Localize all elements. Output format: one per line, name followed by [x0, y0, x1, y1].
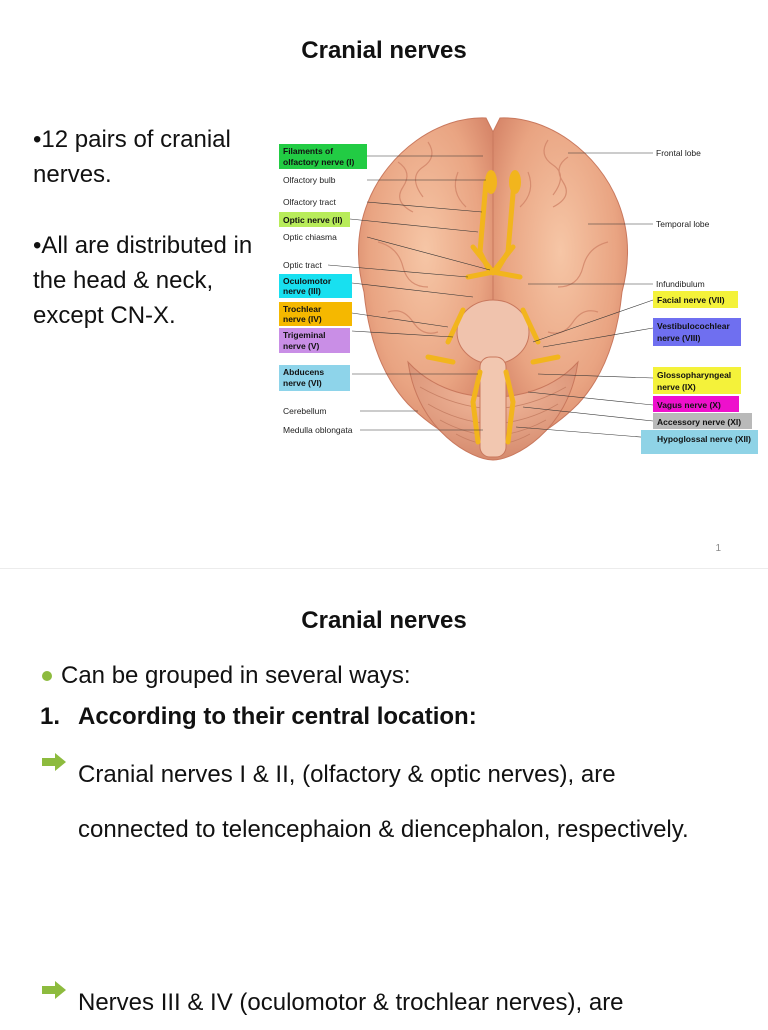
slide-2: Cranial nerves Can be grouped in several…	[0, 570, 768, 1024]
left-labels: Filaments of olfactory nerve (I) Olfacto…	[279, 144, 367, 435]
numbered-heading: 1. According to their central location:	[40, 703, 477, 731]
slide-1: Cranial nerves •12 pairs of cranial nerv…	[33, 37, 768, 554]
label-optic-nerve: Optic nerve (II)	[283, 215, 343, 225]
bullet-dot-icon	[42, 671, 52, 681]
svg-text:nerve (III): nerve (III)	[283, 286, 321, 296]
svg-text:Abducens: Abducens	[283, 367, 324, 377]
page-number: 1	[715, 543, 721, 554]
heading-text: According to their central location:	[78, 703, 477, 730]
svg-text:olfactory nerve (I): olfactory nerve (I)	[283, 157, 354, 167]
svg-text:nerve (IX): nerve (IX)	[657, 382, 696, 392]
arrow-right-icon	[40, 979, 68, 1008]
label-vagus-nerve: Vagus nerve (X)	[657, 400, 721, 410]
brain-base-diagram: Filaments of olfactory nerve (I) Olfacto…	[268, 112, 768, 467]
arrow-item-text: Nerves III & IV (oculomotor & trochlear …	[78, 989, 624, 1016]
svg-text:Vestibulocochlear: Vestibulocochlear	[657, 321, 730, 331]
arrow-right-icon	[40, 751, 68, 780]
svg-text:nerve (V): nerve (V)	[283, 341, 320, 351]
label-optic-tract: Optic tract	[283, 260, 322, 270]
svg-text:nerve (VI): nerve (VI)	[283, 378, 322, 388]
svg-text:Trigeminal: Trigeminal	[283, 330, 326, 340]
grouping-text: Can be grouped in several ways:	[61, 662, 411, 689]
label-cerebellum: Cerebellum	[283, 406, 326, 416]
intro-bullets: •12 pairs of cranial nerves. •All are di…	[33, 122, 278, 369]
label-olfactory-tract: Olfactory tract	[283, 197, 337, 207]
label-accessory-nerve: Accessory nerve (XI)	[657, 417, 741, 427]
slide-title: Cranial nerves	[301, 37, 467, 64]
bullet-pairs: •12 pairs of cranial nerves.	[33, 126, 231, 188]
label-facial-nerve: Facial nerve (VII)	[657, 295, 725, 305]
svg-text:nerve (VIII): nerve (VIII)	[657, 333, 701, 343]
label-olfactory-bulb: Olfactory bulb	[283, 175, 336, 185]
grouping-bullet: Can be grouped in several ways:	[42, 662, 411, 690]
right-labels: Frontal lobe Temporal lobe Infundibulum …	[641, 148, 758, 454]
svg-text:nerve (IV): nerve (IV)	[283, 314, 322, 324]
slide-title: Cranial nerves	[301, 607, 467, 634]
heading-number: 1.	[40, 703, 61, 730]
label-hypoglossal-nerve: Hypoglossal nerve (XII)	[657, 434, 751, 444]
svg-text:Glossopharyngeal: Glossopharyngeal	[657, 370, 731, 380]
slide-divider	[0, 568, 768, 569]
brain-illustration	[357, 117, 629, 461]
label-medulla: Medulla oblongata	[283, 425, 353, 435]
label-infundibulum: Infundibulum	[656, 279, 705, 289]
arrow-item-text: Cranial nerves I & II, (olfactory & opti…	[78, 761, 689, 843]
svg-text:Filaments of: Filaments of	[283, 146, 333, 156]
label-frontal-lobe: Frontal lobe	[656, 148, 701, 158]
bullet-distribution: •All are distributed in the head & neck,…	[33, 232, 253, 329]
label-optic-chiasma: Optic chiasma	[283, 232, 337, 242]
svg-text:Trochlear: Trochlear	[283, 304, 322, 314]
label-temporal-lobe: Temporal lobe	[656, 219, 710, 229]
nerve-paths	[425, 179, 561, 445]
svg-text:Oculomotor: Oculomotor	[283, 276, 332, 286]
